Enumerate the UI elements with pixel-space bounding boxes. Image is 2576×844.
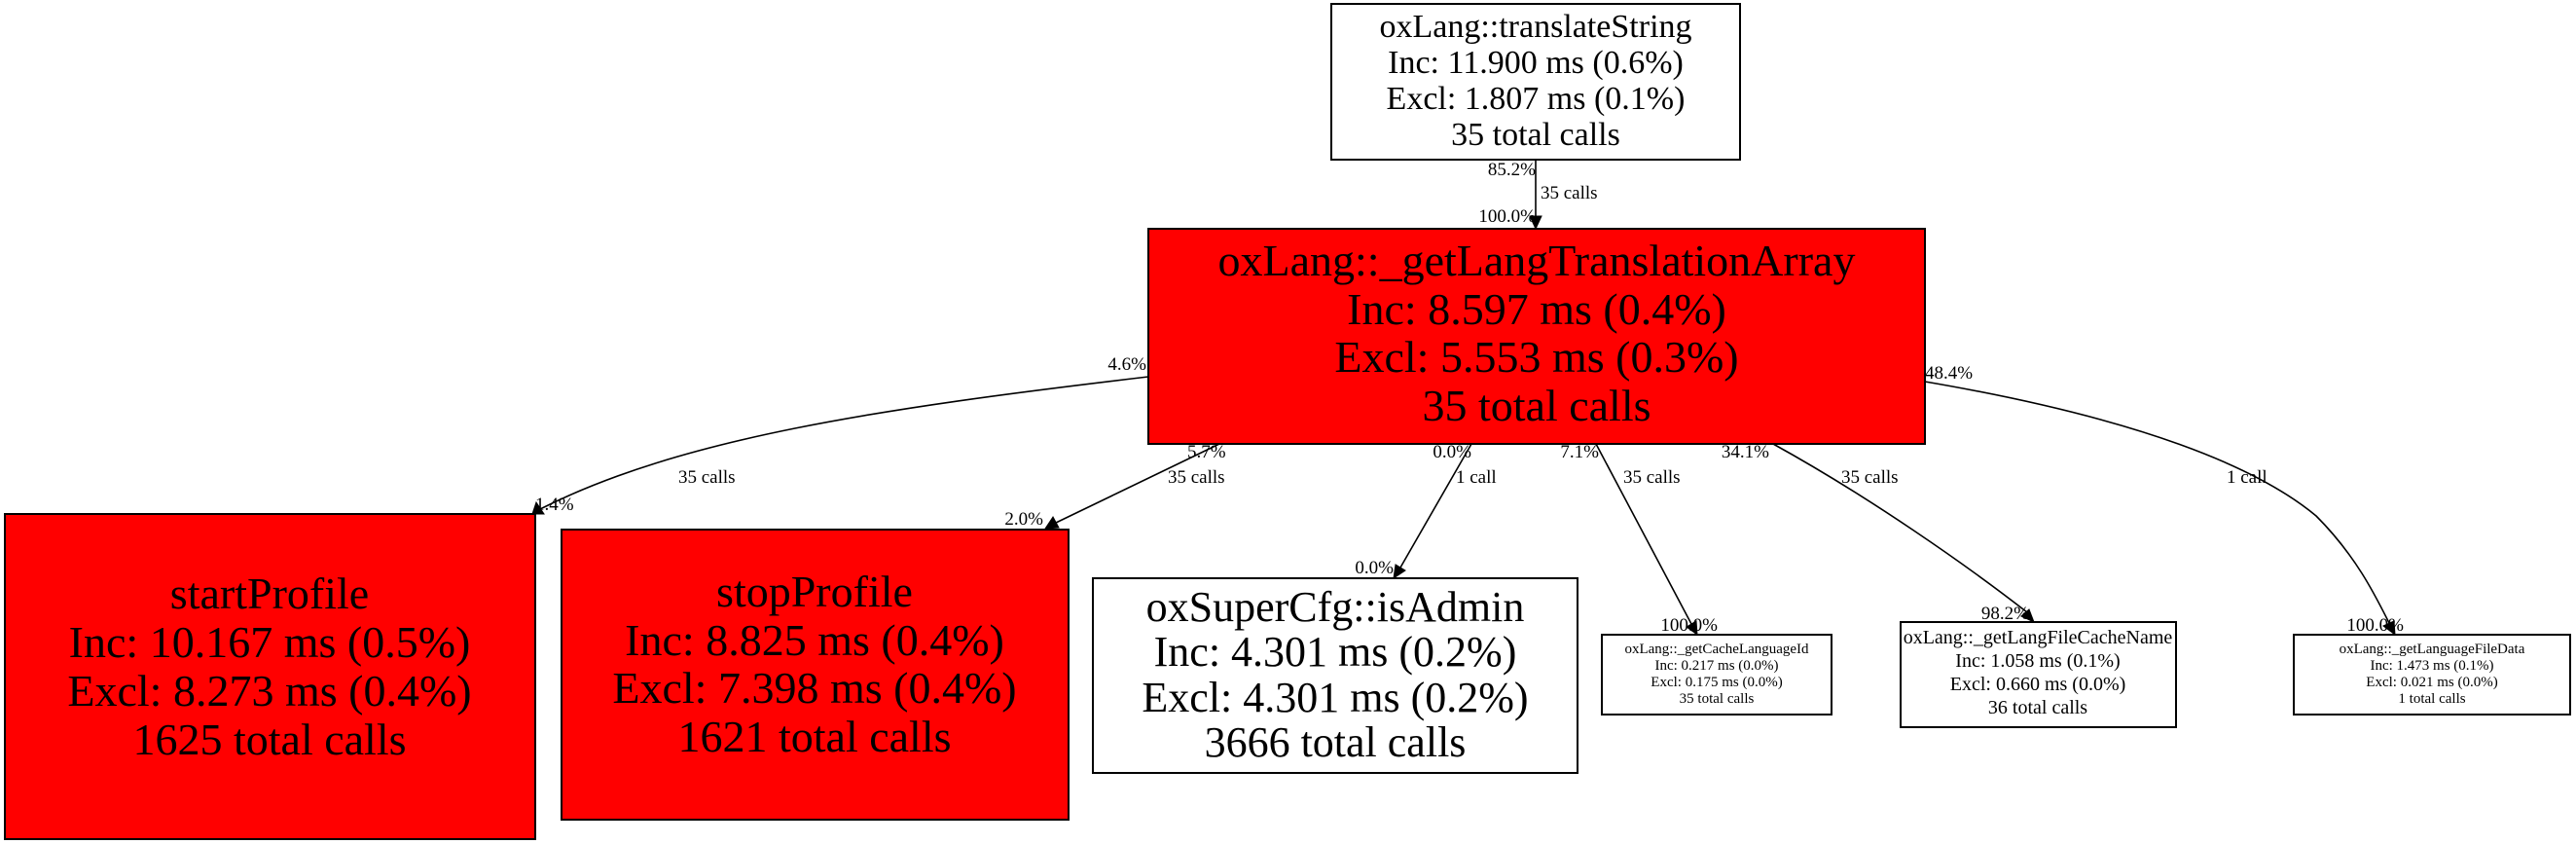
node-box [1147,228,1926,445]
edge-array-to-cachelangid: 7.1% 35 calls 100.0% [1560,442,1718,637]
node-start-profile[interactable]: startProfile Inc: 10.167 ms (0.5%) Excl:… [4,513,536,840]
edge-line [1924,381,2390,624]
node-is-admin[interactable]: oxSuperCfg::isAdmin Inc: 4.301 ms (0.2%)… [1092,577,1578,774]
edge-tail-percent: 7.1% [1560,442,1599,462]
edge-line [1595,443,1692,625]
arrowhead-icon [2020,608,2035,623]
node-total-calls: 1625 total calls [132,715,406,764]
edge-call-count: 1 call [1456,467,1497,488]
node-total-calls: 1621 total calls [677,712,951,761]
node-total-calls: 35 total calls [1422,381,1651,430]
edge-head-percent: 2.0% [1004,509,1043,530]
edge-tail-percent: 4.6% [1107,354,1146,375]
edge-line [1055,443,1220,524]
node-function-name: stopProfile [716,567,913,616]
edge-tail-percent: 85.2% [1488,160,1536,180]
node-exclusive-time: Excl: 4.301 ms (0.2%) [1142,674,1528,721]
node-function-name: oxSuperCfg::isAdmin [1146,583,1525,631]
node-box [1900,621,2177,728]
node-total-calls: 35 total calls [1451,117,1620,153]
node-function-name: oxLang::_getLanguageFileData [2340,642,2525,657]
node-translate-string[interactable]: oxLang::translateString Inc: 11.900 ms (… [1330,3,1741,161]
node-inclusive-time: Inc: 10.167 ms (0.5%) [69,617,471,667]
node-get-lang-translation-array[interactable]: oxLang::_getLangTranslationArray Inc: 8.… [1147,228,1926,445]
arrowhead-icon [1044,516,1060,530]
node-exclusive-time: Excl: 0.175 ms (0.0%) [1651,675,1782,690]
node-total-calls: 36 total calls [1988,697,2087,718]
edge-call-count: 35 calls [1841,467,1899,488]
edge-array-to-filecachename: 34.1% 35 calls 98.2% [1722,442,2035,624]
node-total-calls: 3666 total calls [1205,718,1467,766]
arrowhead-icon [1393,564,1406,580]
edge-line [539,376,1149,510]
node-total-calls: 35 total calls [1680,691,1755,707]
edge-translate-to-array: 85.2% 35 calls 100.0% [1478,160,1598,231]
edge-call-count: 35 calls [1168,467,1225,488]
node-function-name: oxLang::_getLangFileCacheName [1904,627,2173,648]
edge-array-to-filedata: 48.4% 1 call 100.0% [1924,363,2404,637]
edge-head-percent: 100.0% [1478,206,1536,227]
node-function-name: startProfile [170,569,369,618]
arrowhead-icon [2382,620,2396,637]
edge-tail-percent: 34.1% [1722,442,1769,462]
edge-head-percent: 1.4% [535,495,574,515]
edge-tail-percent: 5.7% [1187,442,1226,462]
edge-array-to-isadmin: 0.0% 1 call 0.0% [1355,442,1497,580]
node-box [1601,634,1832,716]
edge-array-to-startprofile: 4.6% 35 calls 1.4% [531,354,1149,515]
node-total-calls: 1 total calls [2398,691,2465,707]
edge-tail-percent: 0.0% [1433,442,1471,462]
node-exclusive-time: Excl: 0.021 ms (0.0%) [2366,675,2497,690]
node-box [1330,3,1741,161]
node-box [561,529,1070,821]
arrowhead-icon [531,500,545,515]
node-inclusive-time: Inc: 11.900 ms (0.6%) [1388,45,1684,81]
edge-array-to-stopprofile: 5.7% 35 calls 2.0% [1004,442,1225,530]
node-inclusive-time: Inc: 0.217 ms (0.0%) [1654,658,1778,674]
edge-head-percent: 100.0% [1660,615,1718,636]
node-stop-profile[interactable]: stopProfile Inc: 8.825 ms (0.4%) Excl: 7… [561,529,1070,821]
node-exclusive-time: Excl: 8.273 ms (0.4%) [67,666,471,716]
edge-tail-percent: 48.4% [1925,363,1973,384]
node-function-name: oxLang::_getCacheLanguageId [1624,642,1809,657]
node-get-lang-file-cache-name[interactable]: oxLang::_getLangFileCacheName Inc: 1.058… [1900,621,2177,728]
node-function-name: oxLang::_getLangTranslationArray [1218,236,1856,285]
node-inclusive-time: Inc: 4.301 ms (0.2%) [1154,628,1517,676]
edge-line [1772,443,2028,613]
edge-line [1399,443,1472,569]
node-exclusive-time: Excl: 5.553 ms (0.3%) [1334,332,1738,382]
node-inclusive-time: Inc: 8.597 ms (0.4%) [1347,284,1726,334]
arrowhead-icon [1686,620,1698,637]
node-get-cache-language-id[interactable]: oxLang::_getCacheLanguageId Inc: 0.217 m… [1601,634,1832,716]
node-box [1092,577,1578,774]
node-inclusive-time: Inc: 8.825 ms (0.4%) [625,615,1004,665]
node-box [2293,634,2571,716]
node-function-name: oxLang::translateString [1379,9,1691,45]
edge-head-percent: 98.2% [1981,604,2029,624]
node-box [4,513,536,840]
edge-head-percent: 100.0% [2346,615,2404,636]
node-get-language-file-data[interactable]: oxLang::_getLanguageFileData Inc: 1.473 … [2293,634,2571,716]
edge-head-percent: 0.0% [1355,558,1394,578]
edge-call-count: 35 calls [1541,183,1598,203]
edge-call-count: 35 calls [1623,467,1681,488]
node-exclusive-time: Excl: 0.660 ms (0.0%) [1950,674,2126,695]
node-inclusive-time: Inc: 1.473 ms (0.1%) [2370,658,2493,674]
node-exclusive-time: Excl: 7.398 ms (0.4%) [612,663,1016,713]
node-exclusive-time: Excl: 1.807 ms (0.1%) [1387,81,1686,117]
edge-call-count: 1 call [2227,467,2268,488]
node-inclusive-time: Inc: 1.058 ms (0.1%) [1955,650,2120,672]
arrowhead-icon [1529,215,1542,231]
edge-call-count: 35 calls [678,467,736,488]
